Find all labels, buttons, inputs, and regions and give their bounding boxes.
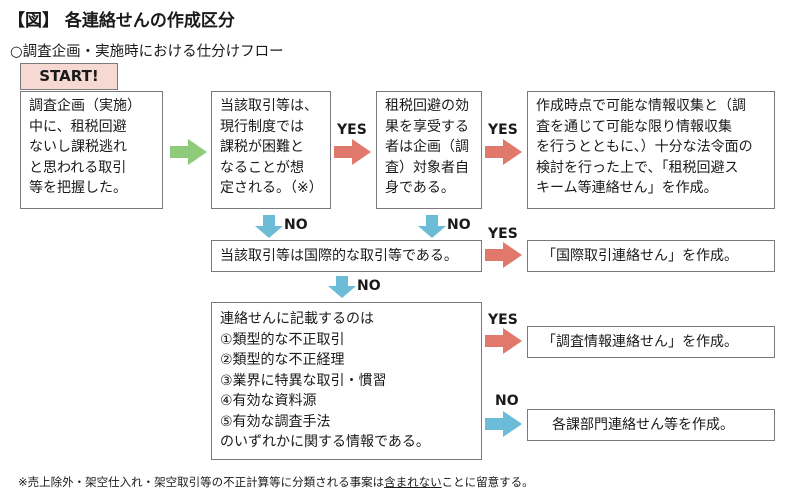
footnote: ※売上除外・架空仕入れ・架空取引等の不正計算等に分類される事案は含まれないことに… xyxy=(18,474,534,490)
box-line: 等を把握した。 xyxy=(29,180,127,196)
box-hard-to-tax: 当該取引等は、 現行制度では 課税が困難と なることが想 定される。（※） xyxy=(211,91,331,209)
box-line: 当該取引等は、 xyxy=(220,98,318,114)
label-no-4: NO xyxy=(495,393,519,409)
diagram-title: 【図】 各連絡せんの作成区分 xyxy=(8,11,235,31)
box-department-notice: 各課部門連絡せん等を作成。 xyxy=(527,409,775,441)
box-line: 各課部門連絡せん等を作成。 xyxy=(552,417,734,433)
box-line: 租税回避の効 xyxy=(385,98,469,114)
footnote-text: ※売上除外・架空仕入れ・架空取引等の不正計算等に分類される事案は xyxy=(18,475,385,489)
box-line: 身である。 xyxy=(385,180,455,196)
label-yes-4: YES xyxy=(488,312,518,328)
box-line: 果を享受する xyxy=(385,118,469,135)
box-line: キーム等連絡せん」を作成。 xyxy=(536,180,718,196)
box-investigation-notice: 「調査情報連絡せん」を作成。 xyxy=(527,326,775,358)
arrow-blue-no-4 xyxy=(485,411,522,437)
arrow-blue-no-3 xyxy=(328,276,356,298)
box-international-notice: 「国際取引連絡せん」を作成。 xyxy=(527,240,775,272)
box-line: 現行制度では xyxy=(220,118,304,135)
box-beneficiary-is-subject: 租税回避の効 果を享受する 者は企画（調 査）対象者自 身である。 xyxy=(376,91,482,209)
box-line: 当該取引等は国際的な取引等である。 xyxy=(220,248,458,264)
box-avoidance-scheme-notice: 作成時点で可能な情報収集と（調 査を通じて可能な限り情報収集 を行うとともに、）… xyxy=(527,91,775,209)
box-line: のいずれかに関する情報である。 xyxy=(220,434,430,450)
arrow-red-yes-3 xyxy=(485,242,522,268)
box-line: 中に、租税回避 xyxy=(29,118,127,135)
label-no-1: NO xyxy=(284,217,308,233)
box-identified-transaction: 調査企画（実施） 中に、租税回避 ないし課税逃れ と思われる取引 等を把握した。 xyxy=(20,91,163,209)
label-no-3: NO xyxy=(357,278,381,294)
arrow-red-yes-4 xyxy=(485,328,522,354)
box-line: 作成時点で可能な情報収集と（調 xyxy=(536,98,746,114)
footnote-underlined: 含まれない xyxy=(384,475,442,489)
label-yes-1: YES xyxy=(337,122,367,138)
box-notice-contents: 連絡せんに記載するのは ①類型的な不正取引 ②類型的な不正経理 ③業界に特異な取… xyxy=(211,302,482,460)
arrow-red-yes-1 xyxy=(334,139,371,165)
box-line: と思われる取引 xyxy=(29,159,127,176)
box-international-question: 当該取引等は国際的な取引等である。 xyxy=(211,240,482,272)
start-badge: START! xyxy=(20,63,118,90)
box-line: 「国際取引連絡せん」を作成。 xyxy=(542,248,738,264)
diagram-subtitle: ○調査企画・実施時における仕分けフロー xyxy=(10,44,284,60)
box-line: 「調査情報連絡せん」を作成。 xyxy=(542,334,738,350)
box-line: 定される。（※） xyxy=(220,180,323,196)
box-line: ③業界に特異な取引・慣習 xyxy=(220,372,387,389)
box-line: 査）対象者自 xyxy=(385,159,469,176)
arrow-red-yes-2 xyxy=(485,139,522,165)
box-line: 検討を行った上で、「租税回避ス xyxy=(536,159,739,176)
label-yes-3: YES xyxy=(488,226,518,242)
box-line: 査を通じて可能な限り情報収集 xyxy=(536,118,732,135)
box-line: ないし課税逃れ xyxy=(29,139,127,155)
box-line: 調査企画（実施） xyxy=(29,98,141,114)
box-line: 者は企画（調 xyxy=(385,139,469,155)
box-line: ⑤有効な調査手法 xyxy=(220,413,331,430)
box-line: 連絡せんに記載するのは xyxy=(220,311,374,327)
arrow-blue-no-1 xyxy=(255,215,283,238)
box-line: なることが想 xyxy=(220,159,304,176)
box-line: ④有効な資料源 xyxy=(220,393,317,409)
label-no-2: NO xyxy=(447,217,471,233)
box-line: ①類型的な不正取引 xyxy=(220,331,345,348)
box-line: 課税が困難と xyxy=(220,139,304,155)
footnote-text-end: ことに留意する。 xyxy=(441,475,534,489)
arrow-blue-no-2 xyxy=(418,215,446,238)
arrow-green-right xyxy=(170,139,207,165)
label-yes-2: YES xyxy=(488,122,518,138)
box-line: ②類型的な不正経理 xyxy=(220,352,345,368)
box-line: を行うとともに、）十分な法令面の xyxy=(536,139,753,155)
